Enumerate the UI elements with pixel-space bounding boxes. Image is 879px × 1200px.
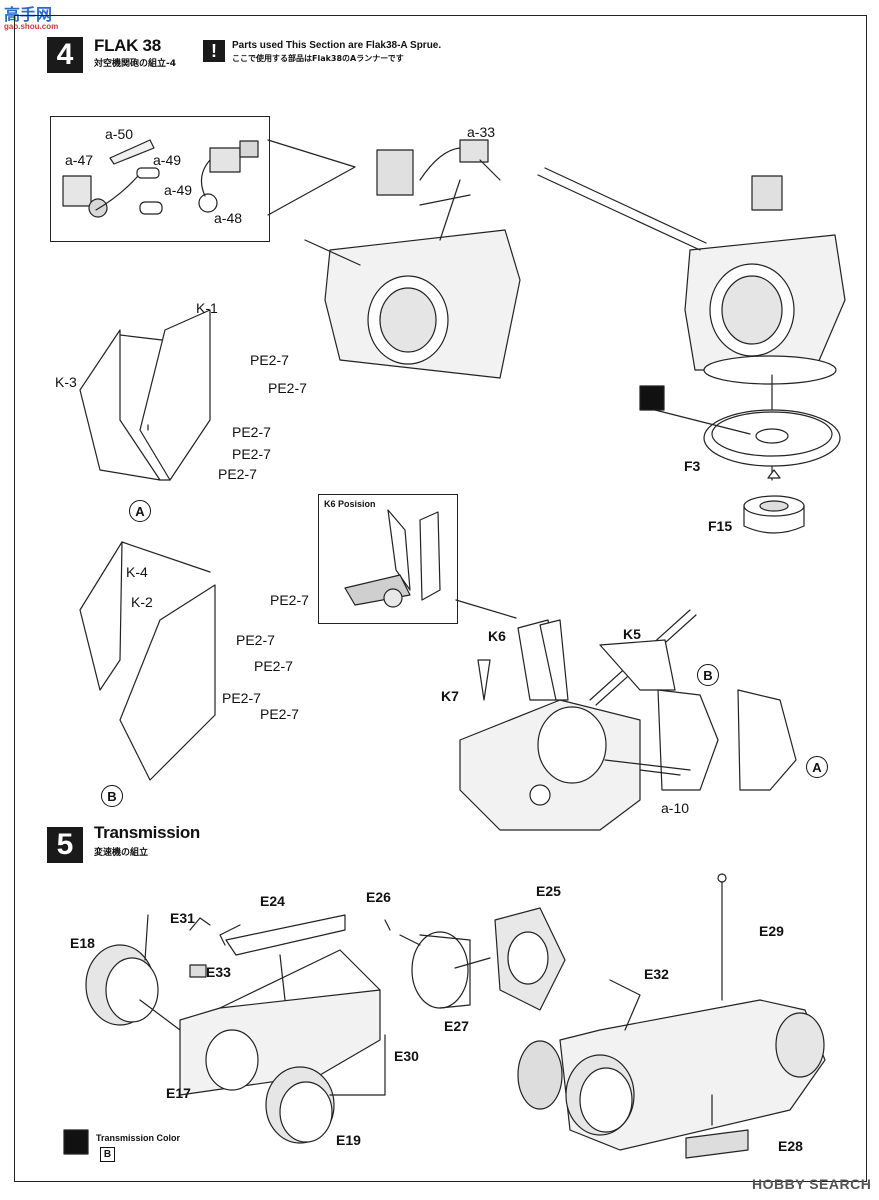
transmission-color-code: B [100, 1147, 115, 1162]
label-e25: E25 [536, 883, 561, 899]
label-e30: E30 [394, 1048, 419, 1064]
label-a-33: a-33 [467, 124, 496, 140]
circle-b-left: B [101, 785, 123, 807]
label-a-48: a-48 [214, 210, 243, 226]
gun-assembly-lower [459, 609, 797, 831]
circle-b-right: B [697, 664, 719, 686]
label-pe2-7-9: PE2-7 [222, 690, 261, 706]
watermark-logo-sub: gao.shou.com [4, 22, 59, 31]
callout-line [267, 139, 356, 216]
step5-subtitle: 変速機の組立 [94, 848, 149, 858]
label-pe2-7-5: PE2-7 [218, 466, 257, 482]
label-a-10: a-10 [661, 800, 690, 816]
label-e29: E29 [759, 923, 784, 939]
k6-position-box [318, 494, 458, 624]
label-pe2-7-4: PE2-7 [232, 446, 271, 462]
step4-title: FLAK 38 [94, 36, 161, 55]
label-pe2-7-10: PE2-7 [260, 706, 299, 722]
shield-k1-k3 [79, 309, 211, 481]
k6-position-drawing [344, 509, 517, 619]
label-e26: E26 [366, 889, 391, 905]
label-pe2-7-3: PE2-7 [232, 424, 271, 440]
step4-note: Parts used This Section are Flak38-A Spr… [232, 40, 442, 51]
watermark-hobby-search: HOBBY SEARCH [752, 1176, 872, 1192]
circle-a-left: A [129, 500, 151, 522]
shield-k2-k4 [79, 541, 216, 781]
gun-mount-right [537, 167, 846, 481]
label-pe2-7-8: PE2-7 [254, 658, 293, 674]
k6-position-title: K6 Posision [324, 499, 376, 509]
label-a-49-top: a-49 [153, 152, 182, 168]
label-pe2-7-7: PE2-7 [236, 632, 275, 648]
transmission-paint-icon [63, 1129, 89, 1155]
page-frame [14, 15, 867, 1182]
watermark-logo: 高手网 [4, 5, 53, 24]
label-e18: E18 [70, 935, 95, 951]
label-e19: E19 [336, 1132, 361, 1148]
label-k-3: K-3 [55, 374, 77, 390]
gun-mount-mid [304, 139, 521, 379]
label-e31: E31 [170, 910, 195, 926]
label-f3: F3 [684, 458, 701, 474]
transmission-color-label: Transmission Color [96, 1133, 181, 1143]
label-a-49-bottom: a-49 [164, 182, 193, 198]
label-pe2-7-6: PE2-7 [270, 592, 309, 608]
label-pe2-7-2: PE2-7 [268, 380, 307, 396]
step4-number: 4 [47, 37, 83, 73]
step5-number: 5 [47, 827, 83, 863]
label-a-50: a-50 [105, 126, 134, 142]
label-k-2: K-2 [131, 594, 153, 610]
transmission-assembled [517, 873, 826, 1159]
label-k-1: K-1 [196, 300, 218, 316]
f3-paint-icon [639, 385, 665, 411]
f15-part [743, 469, 805, 534]
label-k-4: K-4 [126, 564, 148, 580]
label-e27: E27 [444, 1018, 469, 1034]
detail-inset-box [50, 116, 270, 242]
label-k6: K6 [488, 628, 506, 644]
label-pe2-7-1: PE2-7 [250, 352, 289, 368]
label-e28: E28 [778, 1138, 803, 1154]
label-k7: K7 [441, 688, 459, 704]
circle-a-right: A [806, 756, 828, 778]
warning-icon: ! [203, 40, 225, 62]
transmission-exploded [85, 907, 566, 1144]
label-a-47: a-47 [65, 152, 94, 168]
f3-ring [654, 409, 841, 467]
label-e24: E24 [260, 893, 285, 909]
label-e33: E33 [206, 964, 231, 980]
label-k5: K5 [623, 626, 641, 642]
label-f15: F15 [708, 518, 733, 534]
label-e17: E17 [166, 1085, 191, 1101]
step5-title: Transmission [94, 823, 200, 842]
step4-note-jp: ここで使用する部品はFlak38のAランナーです [232, 54, 404, 63]
inset-sight-parts [62, 139, 259, 218]
label-e32: E32 [644, 966, 669, 982]
step4-subtitle: 対空機関砲の組立-4 [94, 59, 176, 69]
